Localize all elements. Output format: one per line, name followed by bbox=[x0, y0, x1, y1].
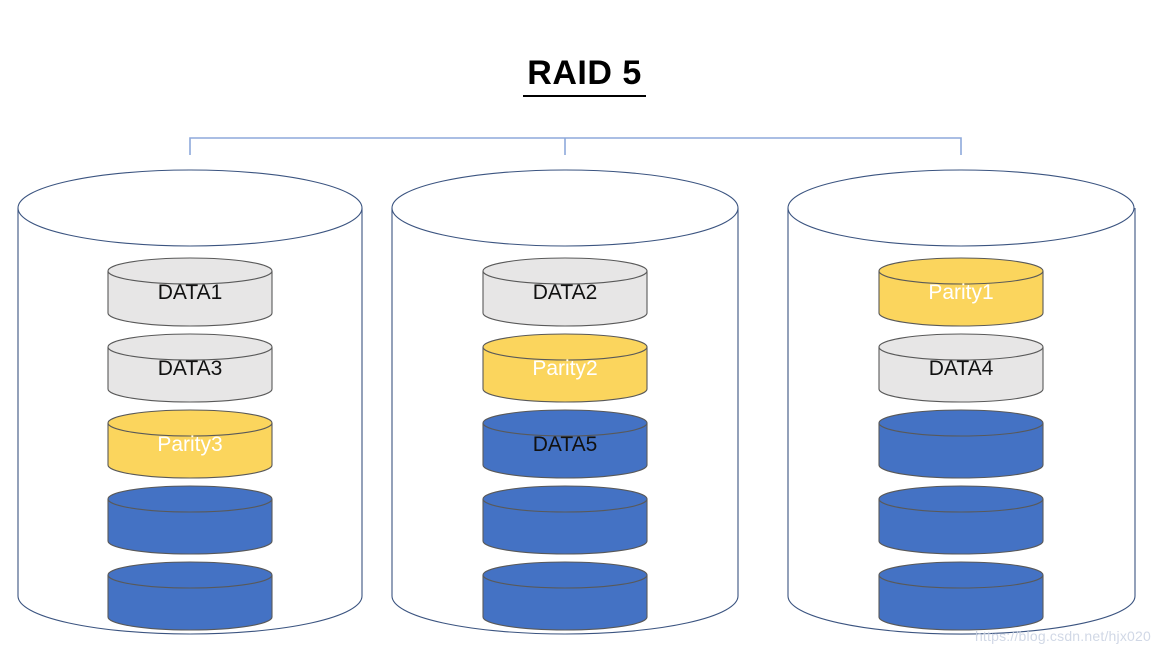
page-title-text: RAID 5 bbox=[523, 55, 646, 97]
block-top-ellipse bbox=[878, 257, 1044, 285]
storage-block[interactable] bbox=[878, 333, 1044, 403]
block-top-ellipse bbox=[878, 561, 1044, 589]
block-top-ellipse bbox=[482, 257, 648, 285]
block-top-ellipse bbox=[878, 485, 1044, 513]
block-body bbox=[107, 347, 273, 403]
block-top-ellipse bbox=[878, 333, 1044, 361]
block-body bbox=[482, 575, 648, 631]
watermark: https://blog.csdn.net/hjx020 bbox=[974, 628, 1151, 644]
block-body bbox=[878, 423, 1044, 479]
array-connector bbox=[189, 137, 962, 155]
storage-block[interactable] bbox=[107, 485, 273, 555]
block-top-ellipse bbox=[482, 485, 648, 513]
block-top-ellipse bbox=[107, 561, 273, 589]
storage-block[interactable] bbox=[107, 257, 273, 327]
tower-top-ellipse-3 bbox=[787, 169, 1135, 247]
storage-block[interactable] bbox=[482, 333, 648, 403]
tower-top-ellipse-1 bbox=[17, 169, 363, 247]
page-title: RAID 5 bbox=[0, 54, 1169, 97]
block-top-ellipse bbox=[107, 333, 273, 361]
storage-block[interactable] bbox=[482, 561, 648, 631]
block-body bbox=[878, 271, 1044, 327]
storage-block[interactable] bbox=[878, 257, 1044, 327]
block-body bbox=[878, 575, 1044, 631]
block-body bbox=[107, 575, 273, 631]
tower-top-ellipse-2 bbox=[391, 169, 739, 247]
block-body bbox=[482, 347, 648, 403]
block-top-ellipse bbox=[107, 485, 273, 513]
storage-block[interactable] bbox=[107, 561, 273, 631]
storage-block[interactable] bbox=[482, 257, 648, 327]
block-body bbox=[878, 347, 1044, 403]
storage-block[interactable] bbox=[878, 561, 1044, 631]
block-top-ellipse bbox=[482, 333, 648, 361]
storage-block[interactable] bbox=[878, 485, 1044, 555]
block-top-ellipse bbox=[482, 409, 648, 437]
storage-block[interactable] bbox=[482, 485, 648, 555]
block-body bbox=[107, 271, 273, 327]
storage-block[interactable] bbox=[482, 409, 648, 479]
block-top-ellipse bbox=[878, 409, 1044, 437]
connector-bar bbox=[189, 137, 962, 155]
storage-block[interactable] bbox=[107, 409, 273, 479]
storage-block[interactable] bbox=[107, 333, 273, 403]
block-body bbox=[107, 423, 273, 479]
block-body bbox=[482, 423, 648, 479]
block-top-ellipse bbox=[107, 409, 273, 437]
block-body bbox=[107, 499, 273, 555]
block-top-ellipse bbox=[107, 257, 273, 285]
storage-block[interactable] bbox=[878, 409, 1044, 479]
block-body bbox=[482, 499, 648, 555]
block-body bbox=[878, 499, 1044, 555]
block-body bbox=[482, 271, 648, 327]
block-top-ellipse bbox=[482, 561, 648, 589]
